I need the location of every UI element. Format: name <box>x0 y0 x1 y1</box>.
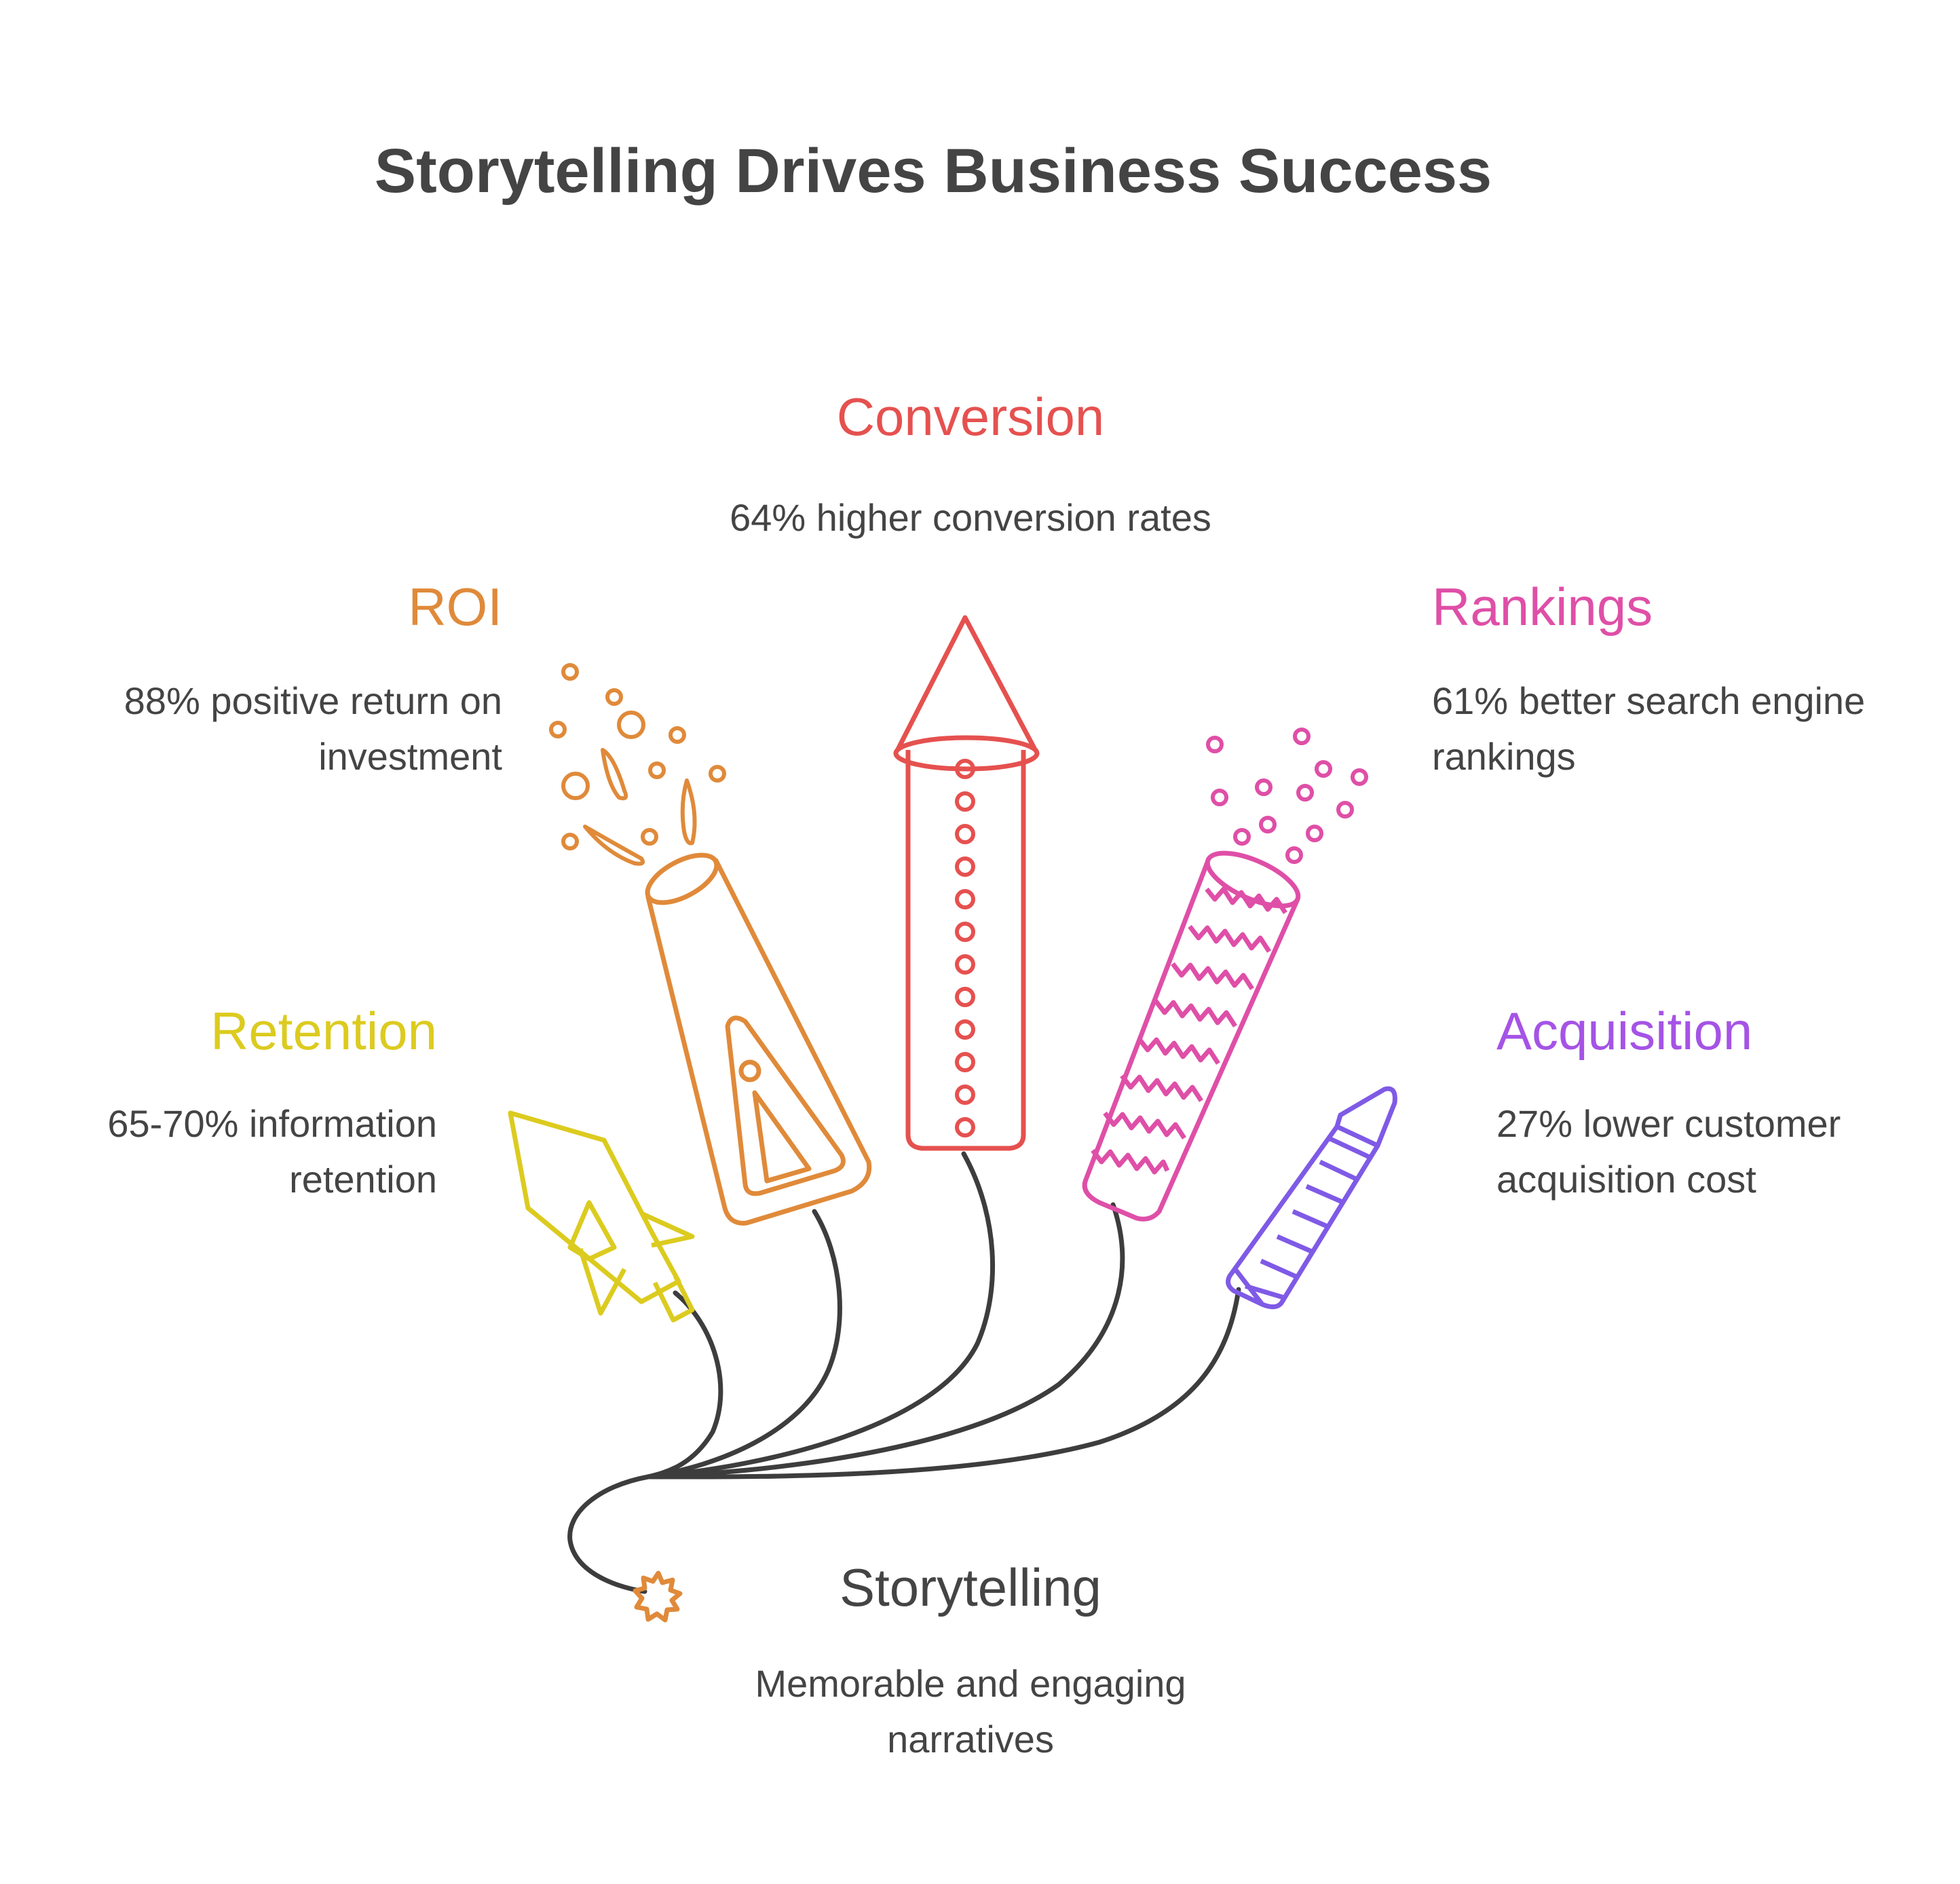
fuse-line-roi <box>645 1209 842 1480</box>
page-title: Storytelling Drives Business Success <box>374 136 1492 206</box>
spark-icon <box>633 1570 683 1623</box>
conversion-description: 64% higher conversion rates <box>730 496 1211 539</box>
rocket-dots <box>955 759 975 1137</box>
retention-label: Retention <box>210 1001 437 1061</box>
fuse-line-retention <box>645 1290 723 1480</box>
roi-description: 88% positive return on investment <box>124 679 502 778</box>
firework-rocket-icon <box>893 615 1040 1151</box>
fuse-line-acquisition <box>645 1287 1241 1480</box>
small-rocket-icon <box>508 1110 695 1323</box>
storytelling-label: Storytelling <box>840 1558 1101 1617</box>
cone-firework-icon <box>549 663 872 1226</box>
acquisition-description: 27% lower customer acquisition cost <box>1496 1102 1841 1201</box>
fuse-line-origin <box>567 1474 651 1594</box>
rocket-nose-cone <box>893 615 1040 756</box>
retention-description: 65-70% information retention <box>107 1102 437 1201</box>
rankings-label: Rankings <box>1432 577 1653 637</box>
fuse-line-conversion <box>645 1151 996 1480</box>
zigzag-firework-icon <box>1082 728 1368 1222</box>
fuse-lines <box>567 1151 1241 1594</box>
fuse-line-rankings <box>645 1202 1125 1480</box>
striped-firework-icon <box>1226 1086 1397 1309</box>
rankings-description: 61% better search engine rankings <box>1432 679 1866 778</box>
conversion-label: Conversion <box>836 387 1105 447</box>
sparkle-dots <box>549 663 726 866</box>
acquisition-label: Acquisition <box>1496 1001 1753 1061</box>
roi-label: ROI <box>408 577 502 637</box>
storytelling-description: Memorable and engaging narratives <box>755 1662 1186 1760</box>
sparkle-dots <box>1206 728 1368 864</box>
